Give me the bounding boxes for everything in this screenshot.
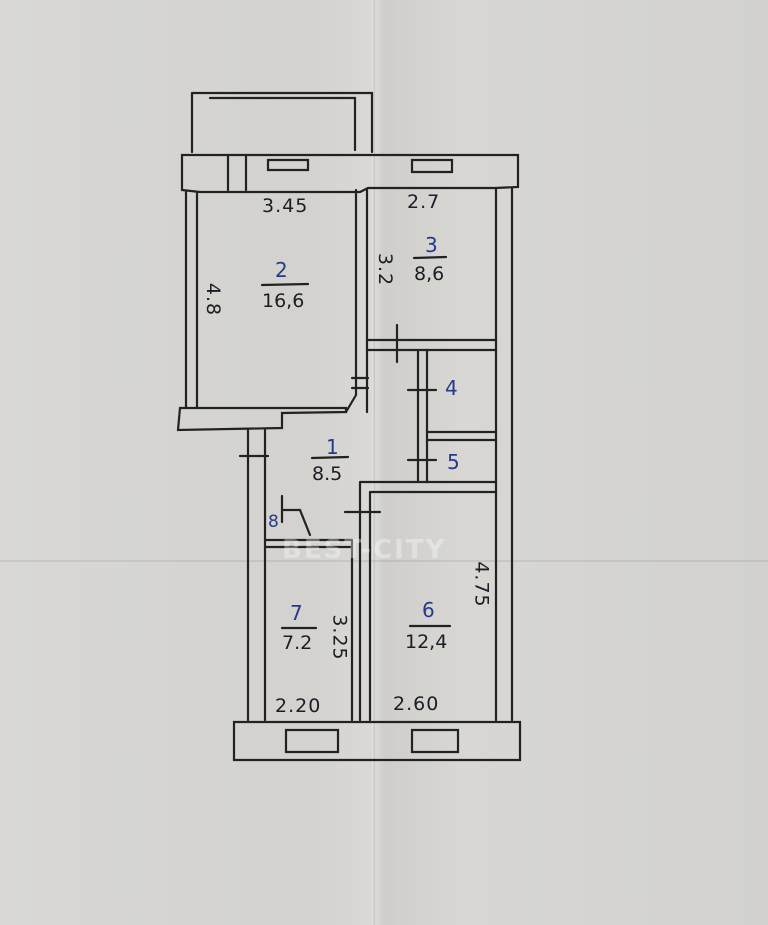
room-6-number: 6 bbox=[422, 598, 435, 622]
room4-door-marks bbox=[406, 388, 438, 462]
room2-left-wall bbox=[184, 190, 199, 410]
partition-2-3 bbox=[344, 188, 369, 414]
room8-door bbox=[280, 494, 312, 537]
room-1-number: 1 bbox=[326, 435, 339, 459]
dimension-bottom-left: 2.20 bbox=[275, 695, 322, 717]
room1-fraction-line bbox=[310, 455, 350, 460]
room2-bottom-wall bbox=[176, 406, 348, 432]
corridor-door-marks bbox=[350, 323, 399, 390]
room-3-area: 8,6 bbox=[414, 263, 445, 285]
room-5-number: 5 bbox=[447, 450, 460, 474]
dimension-bottom-right: 2.60 bbox=[393, 693, 440, 715]
room-7-area: 7.2 bbox=[282, 632, 313, 654]
balcony-outline bbox=[190, 91, 374, 154]
room-2-area: 16,6 bbox=[262, 290, 305, 312]
room4-wall bbox=[416, 348, 498, 484]
top-wall bbox=[180, 153, 520, 194]
dimension-room3-height: 3.2 bbox=[374, 252, 397, 287]
room-4-number: 4 bbox=[445, 376, 458, 400]
room-7-number: 7 bbox=[290, 601, 303, 625]
watermark-text: BEST-CITY bbox=[282, 535, 447, 565]
bottom-window-right bbox=[410, 728, 460, 754]
right-outer-wall bbox=[494, 186, 514, 722]
room-2-number: 2 bbox=[275, 258, 288, 282]
room6-top-wall bbox=[358, 480, 498, 722]
dimension-room7-height: 3.25 bbox=[328, 614, 351, 661]
room8-wall bbox=[263, 538, 354, 722]
room-8-number: 8 bbox=[268, 512, 279, 532]
dimension-room6-height: 4.75 bbox=[470, 561, 493, 608]
room3-bottom-wall bbox=[365, 338, 498, 352]
paper-crease bbox=[372, 0, 375, 925]
dimension-top-right: 2.7 bbox=[407, 191, 441, 213]
paper-fold bbox=[0, 560, 768, 562]
room3-fraction-line bbox=[412, 255, 448, 260]
room1-left-wall bbox=[238, 428, 270, 722]
room-3-number: 3 bbox=[425, 233, 438, 257]
room-1-area: 8.5 bbox=[312, 463, 343, 485]
top-window-left bbox=[226, 153, 310, 192]
dimension-left-height: 4.8 bbox=[202, 282, 225, 317]
top-window-right bbox=[410, 158, 454, 174]
bottom-window-left bbox=[284, 728, 340, 754]
dimension-top-left: 3.45 bbox=[262, 195, 309, 217]
room-6-area: 12,4 bbox=[405, 631, 448, 653]
bottom-wall bbox=[232, 720, 522, 762]
room2-fraction-line bbox=[260, 282, 310, 287]
